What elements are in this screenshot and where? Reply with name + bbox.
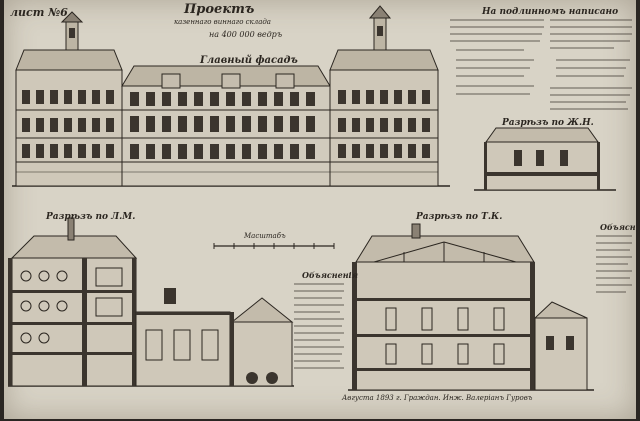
project-title: Проектъ (184, 2, 255, 17)
section-2-label: Разрѣзъ по Л.М. (46, 212, 136, 222)
architectural-drawing (8, 5, 632, 391)
signatures-heading: На подлинномъ написано (482, 7, 619, 17)
legend-left-heading: Объясненія (302, 270, 358, 280)
date-signature-line: Августа 1893 г. Граждан. Инж. Валерiанъ … (342, 394, 533, 402)
project-capacity: на 400 000 ведръ (209, 30, 283, 39)
section-zh-n (474, 127, 616, 191)
section-t-k (348, 223, 594, 391)
legend-right-lines (596, 235, 632, 293)
facade-windows (22, 26, 430, 159)
signature-block (450, 19, 632, 110)
project-subtitle: казеннаго виннаго склада (174, 18, 271, 26)
legend-right-heading: Объясн. (600, 222, 636, 232)
section-1-label: Разрѣзъ по Ж.Н. (502, 118, 594, 128)
legend-left-lines (294, 283, 344, 369)
section-3-label: Разрѣзъ по Т.К. (416, 212, 503, 222)
section-l-m (8, 217, 294, 387)
facade-label: Главный фасадъ (200, 55, 298, 66)
scale-label: Масштабъ (244, 232, 286, 240)
sheet-number: лист №6 (10, 6, 68, 19)
scale-bar (213, 243, 335, 249)
drawing-sheet: лист №6 Проектъ казеннаго виннаго склада… (4, 0, 636, 419)
